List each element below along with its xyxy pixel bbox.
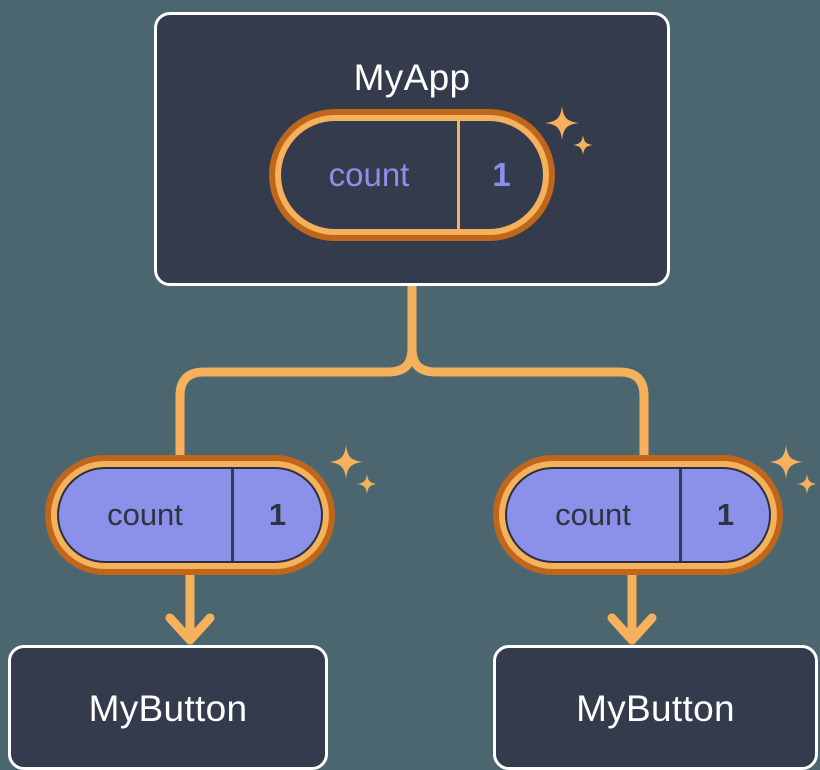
state-key-label: count [107,497,183,532]
state-pill-ring: count 1 [499,461,777,569]
state-pill-body: count 1 [281,121,543,229]
component-node-mybutton-left[interactable]: MyButton [8,645,328,770]
component-node-mybutton-right[interactable]: MyButton [493,645,818,770]
branch-connector-icon [175,281,649,460]
state-pill-myapp[interactable]: count 1 [269,109,555,241]
sparkle-small-icon [357,474,377,494]
arrow-down-icon [165,570,215,645]
state-pill-right[interactable]: count 1 [493,455,783,575]
state-value-label: 1 [457,121,543,229]
state-pill-ring: count 1 [51,461,329,569]
arrow-down-icon [607,570,657,645]
state-key-label: count [555,497,631,532]
state-pill-body: count 1 [57,467,323,563]
state-pill-ring: count 1 [275,115,549,235]
sparkle-icon [769,445,803,479]
component-title: MyButton [88,688,248,729]
state-key-label: count [328,156,410,193]
component-title: MyButton [576,688,735,729]
sparkle-small-icon [797,474,817,494]
state-value-label: 1 [679,469,769,561]
state-pill-left[interactable]: count 1 [45,455,335,575]
page-title: MyApp [353,57,471,98]
state-value-label: 1 [231,469,321,561]
state-pill-body: count 1 [505,467,771,563]
sparkle-icon [329,445,363,479]
